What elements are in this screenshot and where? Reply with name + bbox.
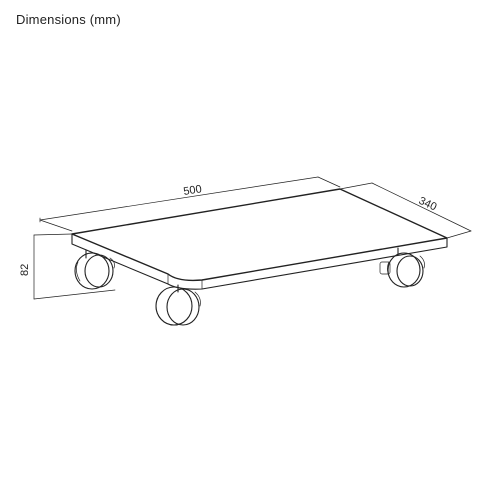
depth-label: 340 [417, 195, 439, 214]
platform-board [71, 188, 448, 290]
length-dimension: 500 [39, 176, 341, 232]
caster-rear-right [379, 247, 425, 288]
height-label: 82 [19, 264, 31, 276]
caster-rear-left [74, 249, 115, 290]
height-dimension: 82 [19, 233, 116, 300]
depth-dimension: 340 [339, 182, 472, 239]
caster-front-left [155, 284, 201, 326]
length-label: 500 [183, 183, 203, 198]
page-title: Dimensions (mm) [16, 12, 121, 27]
